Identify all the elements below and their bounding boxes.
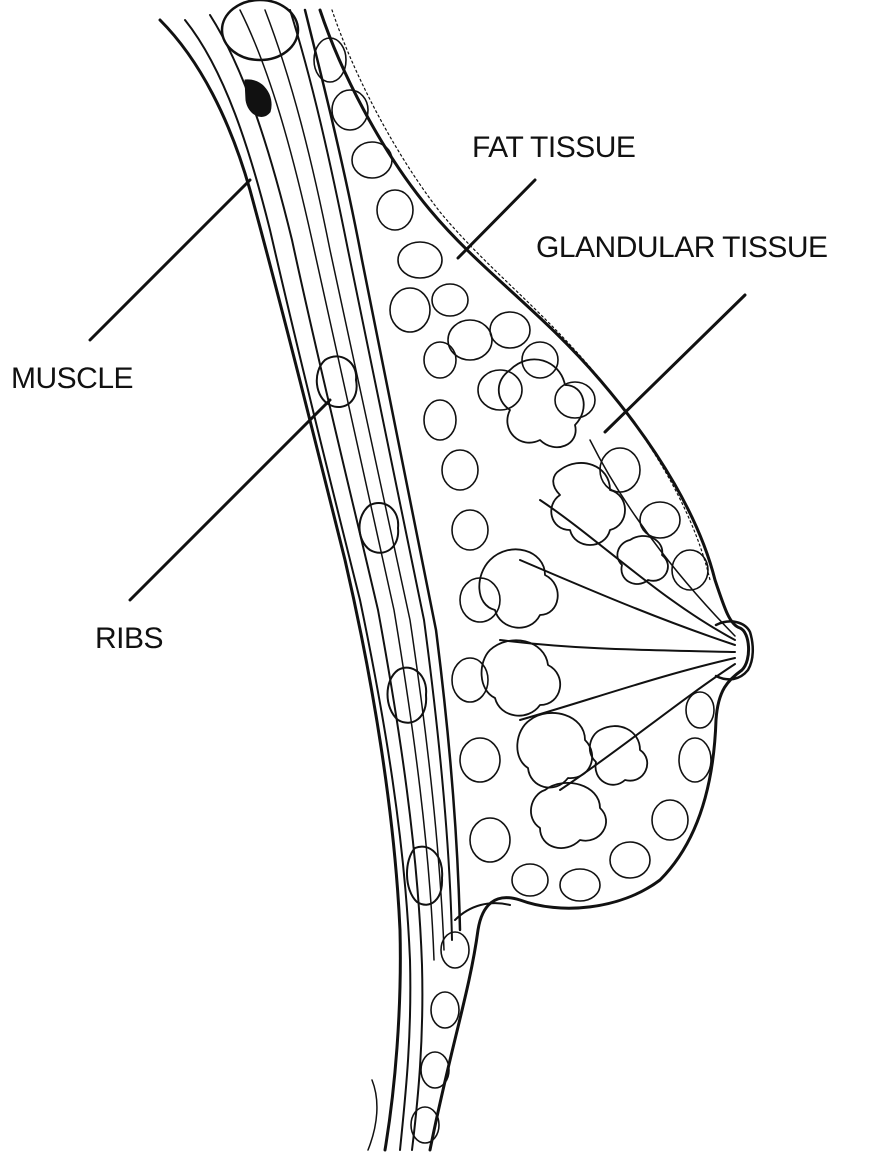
muscle-dark-patch — [245, 80, 271, 117]
clavicle-section — [222, 0, 298, 60]
label-ribs: RIBS — [95, 624, 163, 654]
milk-duct — [540, 500, 735, 640]
leader-line-ribs — [130, 400, 330, 600]
leader-line-glandular-tissue — [605, 295, 745, 432]
bottom-tail — [368, 1080, 377, 1150]
muscle-band-line — [290, 10, 452, 940]
leader-line-muscle — [90, 180, 250, 340]
label-glandular-tissue: GLANDULAR TISSUE — [536, 233, 828, 263]
label-fat-tissue: FAT TISSUE — [472, 133, 635, 163]
breast-inner-contour — [332, 10, 710, 580]
chest-wall-outline — [160, 20, 400, 1150]
leader-line-fat-tissue — [458, 180, 535, 258]
muscle-band-line — [185, 20, 410, 1150]
label-muscle: MUSCLE — [11, 364, 133, 394]
